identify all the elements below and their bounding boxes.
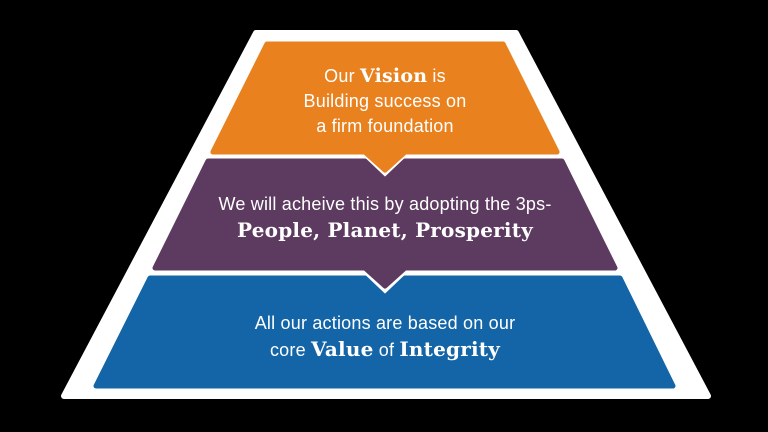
level-approach-shape bbox=[155, 161, 615, 286]
level-vision-shape-edge bbox=[210, 41, 560, 173]
vision-line2: Building success on bbox=[303, 91, 467, 111]
vision-line3: a firm foundation bbox=[316, 116, 454, 136]
values-keyword-value: Value bbox=[311, 337, 374, 361]
vision-line1: Our Vision is bbox=[135, 64, 635, 89]
approach-line1: We will acheive this by adopting the 3ps… bbox=[218, 194, 552, 214]
approach-keywords: People, Planet, Prosperity bbox=[237, 218, 533, 242]
values-text: All our actions are based on our core Va… bbox=[135, 310, 635, 363]
level-approach-shape-edge bbox=[152, 158, 618, 289]
values-line2: core Value of Integrity bbox=[135, 336, 635, 363]
approach-line2: People, Planet, Prosperity bbox=[135, 217, 635, 244]
vision-text: Our Vision is Building success on a firm… bbox=[135, 64, 635, 139]
vision-line1-pre: Our bbox=[324, 66, 360, 86]
level-values-shape bbox=[96, 278, 673, 386]
values-line2-pre: core bbox=[269, 340, 312, 360]
values-line1: All our actions are based on our bbox=[254, 313, 516, 333]
values-line2-mid: of bbox=[373, 340, 400, 360]
level-values-shape-edge bbox=[93, 275, 676, 389]
values-keyword-integrity: Integrity bbox=[399, 337, 500, 361]
vision-line1-post: is bbox=[427, 66, 446, 86]
vision-keyword: Vision bbox=[359, 65, 428, 87]
approach-text: We will acheive this by adopting the 3ps… bbox=[135, 191, 635, 244]
